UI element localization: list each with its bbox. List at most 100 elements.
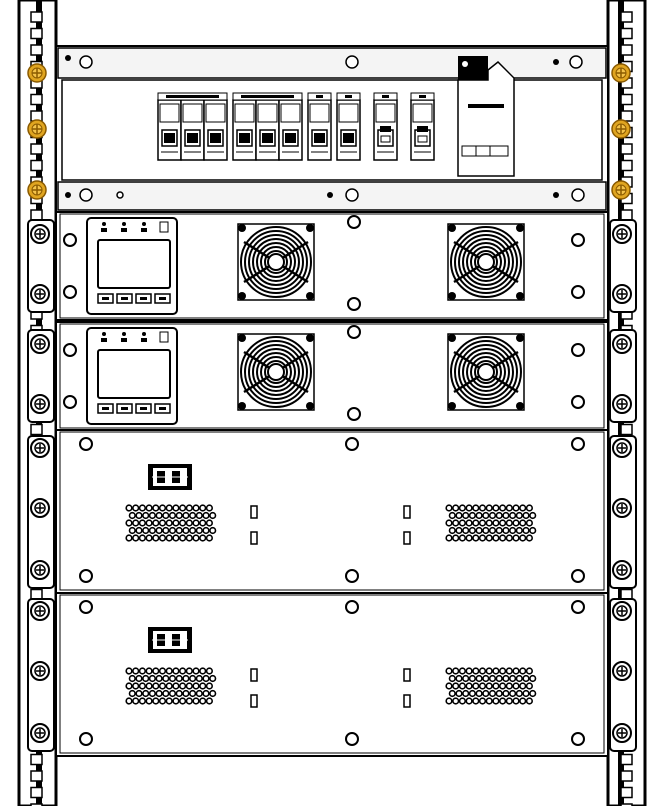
- indicator-led: [102, 332, 106, 336]
- breaker-lever: [164, 133, 175, 143]
- indicator-label: [101, 228, 107, 232]
- breaker-lever: [314, 133, 325, 143]
- faceplate-hole: [571, 395, 585, 409]
- breaker-group-label-bar: [241, 95, 294, 98]
- panel-screw-icon: [30, 661, 50, 681]
- post-square-hole: [30, 159, 43, 172]
- faceplate-hole: [571, 437, 585, 451]
- post-square-hole: [30, 423, 43, 436]
- panel-screw-icon: [612, 394, 632, 414]
- indicator-label: [141, 338, 147, 342]
- breaker-pole: [278, 99, 303, 161]
- breaker-lever: [417, 126, 428, 132]
- post-square-hole: [620, 143, 633, 155]
- breaker-pole: [180, 99, 205, 161]
- status-slot: [250, 668, 258, 682]
- controller-panel: [86, 217, 178, 315]
- fan-grille-icon: [237, 223, 315, 301]
- rectifier-1: [55, 429, 609, 594]
- faceplate-hole: [345, 569, 359, 583]
- brass-screw-icon: [611, 63, 631, 83]
- faceplate-hole: [347, 407, 361, 421]
- rail-hole: [116, 191, 124, 199]
- status-slot: [403, 694, 411, 708]
- faceplate-hole: [63, 343, 77, 357]
- faceplate-hole: [571, 233, 585, 247]
- status-slot: [250, 531, 258, 545]
- monitor-units: [55, 211, 609, 431]
- rail-hole: [553, 59, 559, 65]
- breaker-lever: [262, 133, 273, 143]
- panel-screw-icon: [30, 560, 50, 580]
- panel-screw-icon: [612, 560, 632, 580]
- panel-screw-icon: [612, 601, 632, 621]
- post-square-hole: [30, 44, 43, 56]
- controller-panel: [86, 327, 178, 425]
- faceplate-hole: [345, 437, 359, 451]
- panel-screw-icon: [30, 334, 50, 354]
- breaker-pole: [203, 99, 228, 161]
- faceplate-hole: [345, 732, 359, 746]
- breaker-lever: [343, 133, 354, 143]
- monitor-unit-2: [55, 321, 609, 431]
- panel-screw-icon: [612, 661, 632, 681]
- panel-screw-icon: [30, 498, 50, 518]
- post-square-hole: [620, 209, 633, 221]
- faceplate-hole: [571, 343, 585, 357]
- faceplate-hole: [571, 732, 585, 746]
- breaker-pole: [373, 99, 398, 161]
- faceplate-hole: [79, 732, 93, 746]
- faceplate-hole: [63, 285, 77, 299]
- indicator-led: [122, 332, 126, 336]
- breaker-pole: [157, 99, 182, 161]
- panel-screw-icon: [30, 284, 50, 304]
- power-switch: [148, 464, 192, 490]
- status-slot: [250, 505, 258, 519]
- post-square-hole: [620, 423, 633, 436]
- indicator-label: [121, 338, 127, 342]
- mounting-screws: [27, 63, 637, 752]
- post-square-hole: [620, 803, 633, 806]
- vent-grille: [125, 504, 217, 542]
- breaker-pole: [255, 99, 280, 161]
- post-square-hole: [30, 93, 43, 106]
- breaker-lever: [285, 133, 296, 143]
- post-square-hole: [620, 159, 633, 172]
- brass-screw-icon: [27, 119, 47, 139]
- reset-button: [159, 331, 169, 343]
- post-square-hole: [620, 753, 633, 766]
- breaker-lever: [187, 133, 198, 143]
- faceplate-hole: [347, 297, 361, 311]
- faceplate-hole: [347, 215, 361, 229]
- post-square-hole: [30, 11, 43, 23]
- breaker-pole: [307, 99, 332, 161]
- post-square-hole: [30, 770, 43, 782]
- rail-hole: [571, 188, 585, 202]
- post-square-hole: [620, 770, 633, 782]
- breaker-lever: [380, 126, 391, 132]
- power-switch: [148, 627, 192, 653]
- panel-screw-icon: [612, 498, 632, 518]
- vent-grille: [445, 667, 537, 705]
- faceplate-hole: [571, 285, 585, 299]
- panel-screw-icon: [612, 284, 632, 304]
- status-slot: [403, 531, 411, 545]
- rail-hole: [79, 55, 93, 69]
- post-square-hole: [620, 27, 633, 40]
- rail-hole: [345, 55, 359, 69]
- faceplate-hole: [345, 600, 359, 614]
- faceplate-hole: [79, 437, 93, 451]
- panel-screw-icon: [612, 334, 632, 354]
- breaker-pole: [336, 99, 361, 161]
- post-square-hole: [620, 93, 633, 106]
- faceplate-hole: [79, 569, 93, 583]
- post-square-hole: [620, 44, 633, 56]
- fan-grille-icon: [447, 223, 525, 301]
- panel-screw-icon: [612, 438, 632, 458]
- status-slot: [403, 668, 411, 682]
- monitor-unit-1: [55, 211, 609, 321]
- status-slot: [403, 505, 411, 519]
- status-slot: [250, 694, 258, 708]
- faceplate-hole: [63, 395, 77, 409]
